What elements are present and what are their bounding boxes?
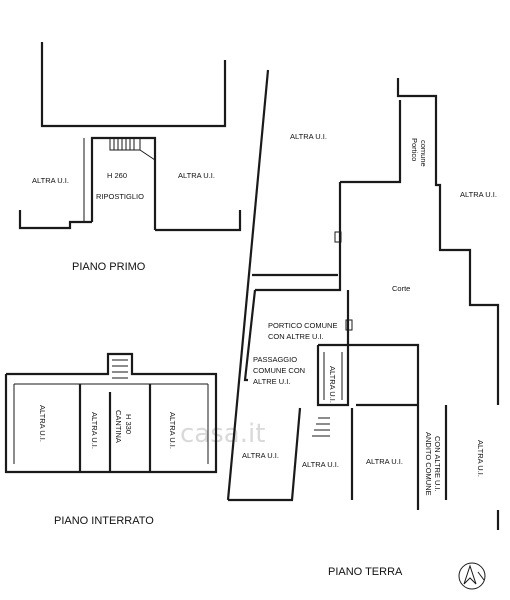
label-passaggio-comune: COMUNE CON — [253, 366, 305, 375]
label-cantina: CANTINA — [114, 410, 123, 443]
label-andito-comune: ANDITO COMUNE — [424, 432, 433, 496]
label-portico-comune-altre: PORTICO COMUNE — [268, 321, 337, 330]
compass-icon — [458, 562, 486, 590]
label-passaggio-comune: ALTRE U.I. — [253, 377, 290, 386]
stair-icon — [109, 137, 156, 161]
label-altra-ui: ALTRA U.I. — [460, 190, 497, 199]
label-altra-ui: ALTRA U.I. — [476, 440, 485, 477]
label-altra-ui: ALTRA U.I. — [38, 405, 47, 442]
label-altra-ui: ALTRA U.I. — [242, 451, 279, 460]
label-altra-ui: ALTRA U.I. — [366, 457, 403, 466]
piano-primo-plan: ALTRA U.I. ALTRA U.I. H 260 RIPOSTIGLIO … — [18, 42, 242, 273]
label-altra-ui: ALTRA U.I. — [32, 176, 69, 185]
label-ripostiglio: RIPOSTIGLIO — [96, 192, 144, 201]
label-andito-comune: CON ALTRE U.I. — [433, 436, 442, 492]
watermark: casa.it — [180, 419, 265, 449]
piano-interrato-plan: ALTRA U.I. ALTRA U.I. CANTINA H 330 ALTR… — [4, 352, 218, 527]
label-corte: Corte — [392, 284, 410, 293]
piano-terra-plan: ALTRA U.I. Portico comune ALTRA U.I. Cor… — [226, 69, 500, 578]
label-passaggio-comune: PASSAGGIO — [253, 355, 297, 364]
label-altra-ui: ALTRA U.I. — [90, 412, 99, 449]
stair-icon — [112, 359, 128, 385]
floor-title-primo: PIANO PRIMO — [72, 261, 146, 273]
label-altra-ui: ALTRA U.I. — [178, 171, 215, 180]
label-room-height: H 260 — [107, 171, 127, 180]
label-altra-ui: ALTRA U.I. — [168, 412, 177, 449]
label-altra-ui: ALTRA U.I. — [302, 460, 339, 469]
stair-icon — [312, 417, 330, 437]
label-cantina-height: H 330 — [124, 414, 133, 434]
label-portico-comune-altre: CON ALTRE U.I. — [268, 332, 324, 341]
floor-title-terra: PIANO TERRA — [328, 566, 403, 578]
label-portico-comune: Portico — [410, 138, 419, 161]
label-portico-comune: comune — [419, 140, 428, 167]
label-altra-ui: ALTRA U.I. — [290, 132, 327, 141]
label-altra-ui: ALTRA U.I. — [328, 366, 337, 403]
floor-title-interrato: PIANO INTERRATO — [54, 515, 154, 527]
